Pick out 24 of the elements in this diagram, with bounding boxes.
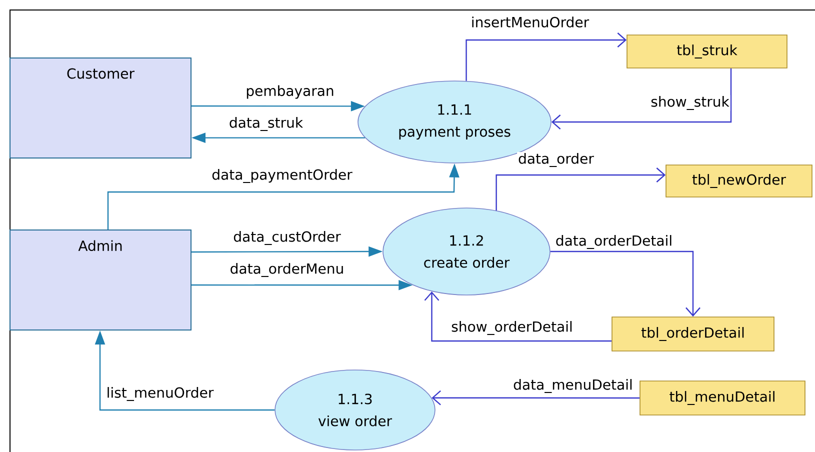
arrow	[466, 32, 627, 81]
data-store-box: tbl_menuDetail	[640, 380, 806, 416]
arrow	[424, 291, 612, 342]
entity-box: Customer	[10, 58, 192, 158]
edge-label: data_paymentOrder	[210, 168, 354, 184]
edge-label: data_menuDetail	[512, 378, 634, 394]
edge-label: show_struk	[650, 95, 730, 111]
arrow	[551, 68, 732, 130]
edge-label: pembayaran	[244, 84, 336, 100]
edge-label: data_order	[517, 152, 595, 168]
edge-label: show_orderDetail	[450, 320, 574, 336]
data-store-box: tbl_newOrder	[666, 164, 812, 198]
arrow	[496, 168, 666, 210]
entity-box: Admin	[10, 230, 192, 330]
edge-label: data_struk	[228, 116, 304, 132]
edge-label: data_orderDetail	[554, 234, 674, 250]
data-store-box: tbl_struk	[626, 34, 788, 68]
edge-label: insertMenuOrder	[470, 16, 590, 28]
edge-label: data_orderMenu	[228, 262, 346, 278]
arrow	[432, 390, 640, 406]
arrow	[550, 250, 700, 317]
edge-label: data_custOrder	[232, 230, 342, 246]
data-store-box: tbl_orderDetail	[612, 316, 774, 352]
edge-label: list_menuOrder	[105, 386, 215, 402]
